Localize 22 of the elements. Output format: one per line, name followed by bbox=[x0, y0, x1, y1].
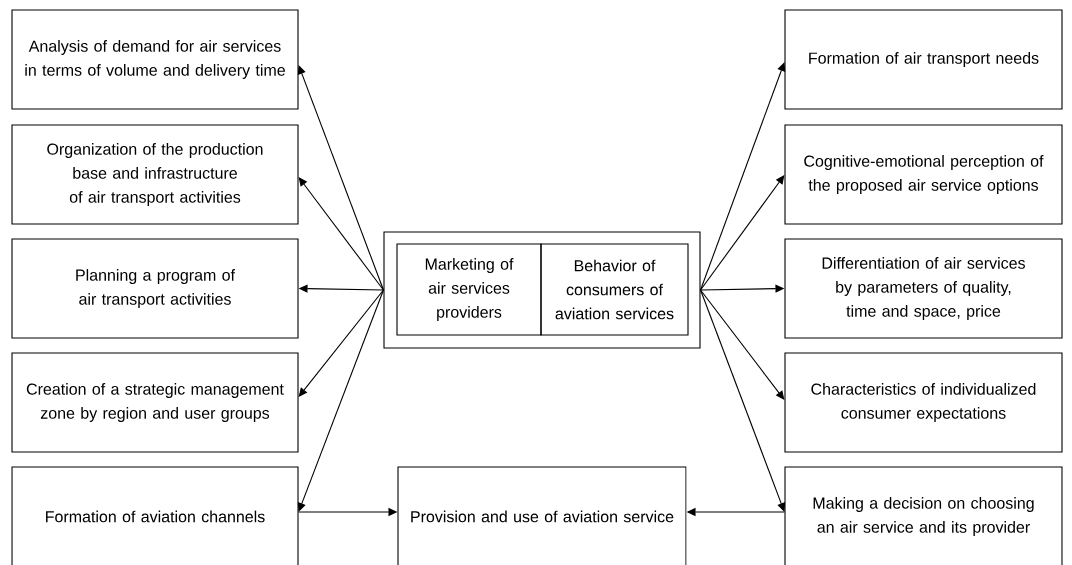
arrow bbox=[298, 177, 384, 291]
text-box: Characteristics of individualized consumer expectations bbox=[784, 352, 1063, 453]
text-box: Differentiation of air services by parameters of quality, time and space, price bbox=[784, 238, 1063, 339]
text-box: Formation of air transport needs bbox=[784, 9, 1063, 110]
arrow bbox=[297, 289, 384, 512]
text-box: Provision and use of aviation service bbox=[397, 466, 687, 565]
outer-box bbox=[383, 231, 701, 349]
arrow bbox=[298, 289, 384, 397]
text-box: Planning a program of air transport activities bbox=[11, 238, 299, 339]
text-box: Creation of a strategic management zone by region and user groups bbox=[11, 352, 299, 453]
text-box: Formation of aviation channels bbox=[11, 466, 299, 565]
text-box: Organization of the production base and infrastructure of air transport activities bbox=[11, 124, 299, 225]
arrow bbox=[297, 65, 384, 291]
text-box: Cognitive-emotional perception of the proposed air service options bbox=[784, 124, 1063, 225]
text-box: Making a decision on choosing an air service and its provider bbox=[784, 466, 1063, 565]
text-box: Analysis of demand for air services in terms of volume and delivery time bbox=[11, 9, 299, 110]
text-box: Marketing of air services providers bbox=[396, 243, 542, 336]
arrow bbox=[700, 175, 785, 291]
text-box: Behavior of consumers of aviation services bbox=[540, 243, 689, 336]
arrow bbox=[700, 289, 786, 512]
arrow bbox=[700, 289, 785, 400]
arrow bbox=[700, 62, 786, 291]
